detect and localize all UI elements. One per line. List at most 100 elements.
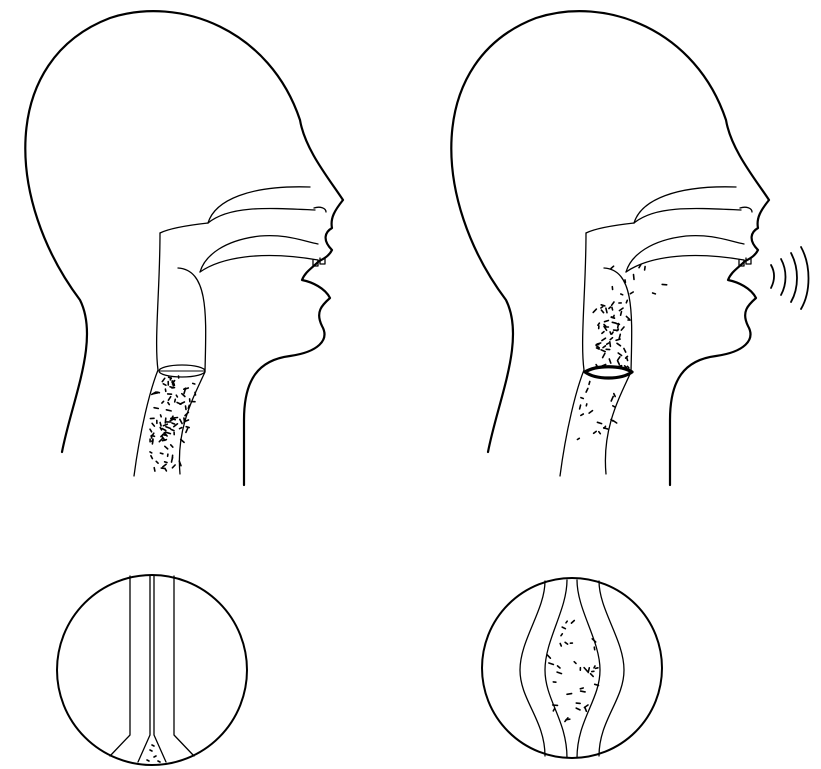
air-particle [609,359,611,363]
air-particle [561,634,562,636]
air-particle [193,383,195,384]
air-particle [168,403,169,405]
air-particle [627,357,628,360]
air-particle [156,461,158,463]
air-particle [607,343,609,344]
air-particle [626,316,629,319]
air-particle [180,428,182,429]
air-particle [166,410,171,411]
air-particle [618,353,621,356]
air-particle [154,468,155,471]
head-profile-left [25,11,343,485]
air-particle [166,427,170,429]
air-particles-left [150,376,196,471]
air-particle [160,453,163,454]
air-particle [612,317,614,318]
air-particle [588,668,589,673]
air-particle [195,392,196,395]
air-particle [165,462,167,463]
air-particle [581,691,586,692]
air-particle [613,406,615,407]
air-particle [151,456,153,459]
air-particle [567,694,572,695]
air-particle [170,387,173,388]
air-particle [614,394,615,397]
air-particle [601,350,605,352]
air-particle [621,294,623,295]
air-particle [612,307,613,310]
air-particle [605,321,609,322]
air-particle [602,332,604,334]
air-particle [580,405,581,409]
air-particle [557,672,561,674]
air-particle [166,432,171,433]
air-particle [172,457,173,462]
nostril-left [314,207,326,212]
air-particle [565,642,568,644]
air-particle [586,388,588,392]
air-particle [597,343,601,344]
air-particle [611,397,613,402]
air-particle [553,709,554,711]
air-particle [547,655,550,658]
air-particle [602,338,606,340]
air-particle [161,415,162,417]
air-particles-right [577,265,666,440]
air-particle [612,302,614,305]
air-particle [173,418,178,419]
air-particle [176,395,177,397]
air-particle [163,435,165,436]
air-particle [165,418,166,423]
air-particle [586,404,587,406]
air-particle [634,275,635,280]
air-particle [593,309,596,312]
air-particle [624,349,626,353]
air-particle [603,353,605,357]
air-particle [162,401,164,403]
air-particle [610,338,612,340]
magnified-glottis-open [57,575,247,765]
air-particle [558,666,561,668]
air-particle [589,382,590,385]
air-particle [597,422,601,423]
air-particle [562,627,565,629]
air-particle [610,342,611,347]
air-particle [619,366,622,367]
air-particle [619,334,620,338]
air-particle [596,367,600,368]
head-profile-right [451,11,769,485]
air-particle [162,378,164,381]
air-particle [645,267,646,270]
air-particle [591,674,594,677]
air-particle [186,427,189,428]
air-particle [595,684,599,685]
air-particle [162,429,166,431]
air-particle [616,339,620,340]
air-particle [172,465,175,468]
air-particle [150,452,152,453]
air-particle [177,403,181,405]
air-particle [169,377,172,378]
air-particle [589,411,592,414]
air-particle [612,322,616,323]
air-particle [188,405,189,408]
air-particle [566,621,567,623]
air-particle [180,419,182,423]
air-particle [165,446,168,449]
air-particle [612,332,613,334]
air-particle [626,300,627,303]
air-particle [603,346,606,348]
air-particle [165,468,167,471]
air-particle [584,705,588,708]
air-particle [577,438,579,439]
air-particle [599,432,601,434]
sound-waves-icon [771,247,809,309]
air-particle [175,399,176,402]
air-particle [160,423,161,426]
air-particle [601,310,603,313]
air-particle [576,708,580,710]
air-particle [163,384,166,385]
air-particle [596,668,598,669]
air-particle [170,420,172,421]
